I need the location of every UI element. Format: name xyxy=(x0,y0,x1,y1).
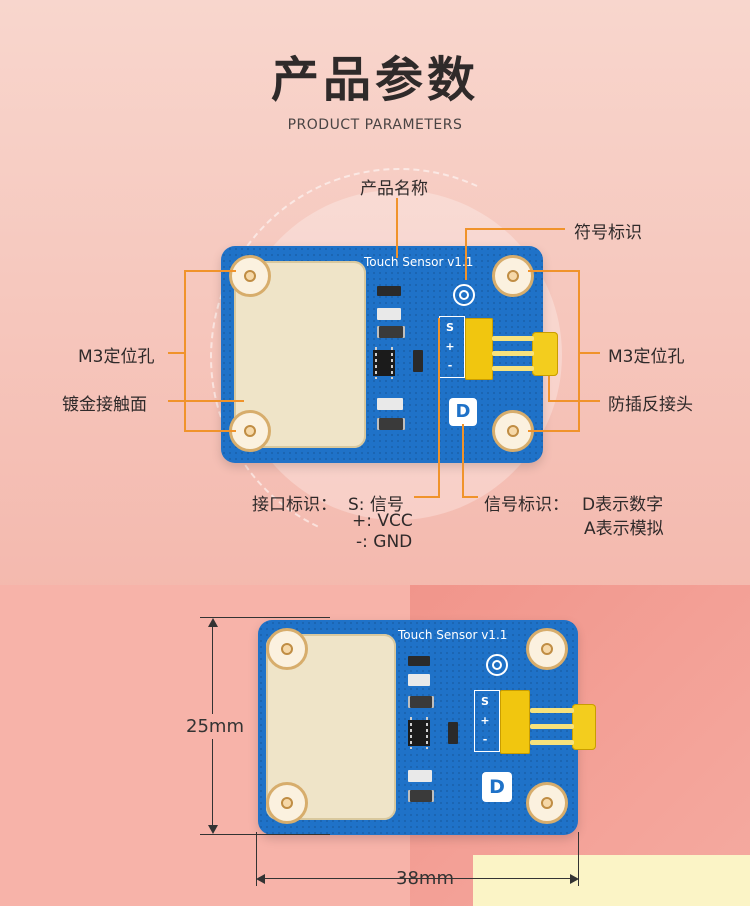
callout-product-name: 产品名称 xyxy=(360,179,428,199)
callout-line xyxy=(184,270,236,272)
signal-title: 信号标识： xyxy=(484,495,569,515)
dimension-line-horizontal xyxy=(262,878,574,879)
callout-line xyxy=(462,496,478,498)
anti-reverse-plug xyxy=(532,332,558,376)
connector-pin xyxy=(492,351,534,356)
dimension-extension-line xyxy=(200,834,330,835)
interface-vcc: +: VCC xyxy=(352,511,413,531)
callout-line xyxy=(414,496,440,498)
smd-component xyxy=(377,398,403,410)
connector-pin xyxy=(530,740,574,745)
smd-component xyxy=(408,674,430,686)
pin-vcc-label: + xyxy=(445,340,455,353)
callout-line xyxy=(184,430,236,432)
mount-hole-top-left xyxy=(266,628,308,670)
callout-line xyxy=(168,400,244,402)
signal-type-d-icon: D xyxy=(449,398,477,426)
callout-line xyxy=(548,376,550,400)
arrow-right-icon xyxy=(570,874,579,884)
callout-line xyxy=(528,430,580,432)
mount-hole-bottom-left xyxy=(229,410,271,452)
smd-capacitor xyxy=(408,790,434,802)
callout-symbol-mark: 符号标识 xyxy=(574,223,642,243)
pin-s-label: S xyxy=(446,321,454,334)
page-subtitle: PRODUCT PARAMETERS xyxy=(287,117,463,133)
callout-line xyxy=(465,228,467,280)
signal-digital: D表示数字 xyxy=(582,495,664,515)
callout-line xyxy=(438,318,440,498)
callout-m3-hole-right: M3定位孔 xyxy=(608,347,685,367)
ic-chip xyxy=(373,347,395,379)
callout-line xyxy=(184,270,186,432)
pcb-board-top: Touch Sensor v1.1 S + - D xyxy=(221,246,543,463)
pin-s-label: S xyxy=(481,695,489,708)
width-dimension-label: 38mm xyxy=(396,868,454,889)
pin-gnd-label: - xyxy=(447,359,453,372)
interface-gnd: -: GND xyxy=(356,532,413,552)
callout-gold-pad: 镀金接触面 xyxy=(62,395,147,415)
mount-hole-bottom-right xyxy=(526,782,568,824)
mount-hole-bottom-left xyxy=(266,782,308,824)
arrow-up-icon xyxy=(208,618,218,627)
smd-led xyxy=(413,350,423,372)
dimension-extension-line xyxy=(200,617,330,618)
arrow-down-icon xyxy=(208,825,218,834)
connector-pin xyxy=(530,708,574,713)
interface-s: S: 信号 xyxy=(348,495,404,515)
smd-component xyxy=(408,656,430,666)
pin-label-box xyxy=(474,690,500,752)
smd-component xyxy=(377,286,401,296)
callout-line xyxy=(396,198,398,258)
yellow-connector xyxy=(465,318,493,380)
smd-capacitor xyxy=(408,696,434,708)
page-title: 产品参数 xyxy=(270,52,479,108)
touch-symbol-icon-inner xyxy=(459,290,469,300)
mount-hole-top-right xyxy=(492,255,534,297)
connector-pin xyxy=(492,336,534,341)
callout-m3-hole-left: M3定位孔 xyxy=(78,347,155,367)
mount-hole-top-left xyxy=(229,255,271,297)
ic-chip xyxy=(408,717,430,749)
smd-component xyxy=(377,308,401,320)
dimension-extension-line xyxy=(578,832,579,886)
touch-symbol-icon-inner xyxy=(492,660,502,670)
anti-reverse-plug xyxy=(572,704,596,750)
smd-capacitor xyxy=(377,418,405,430)
callout-line xyxy=(548,400,600,402)
pin-vcc-label: + xyxy=(480,714,490,727)
callout-line xyxy=(580,352,600,354)
touch-symbol-icon xyxy=(486,654,508,676)
callout-line xyxy=(168,352,184,354)
board-name-label: Touch Sensor v1.1 xyxy=(398,628,508,642)
smd-capacitor xyxy=(377,326,405,338)
callout-line xyxy=(462,424,464,498)
mount-hole-top-right xyxy=(526,628,568,670)
smd-component xyxy=(408,770,432,782)
signal-type-d-icon: D xyxy=(482,772,512,802)
smd-led xyxy=(448,722,458,744)
yellow-connector xyxy=(500,690,530,754)
callout-line xyxy=(465,228,565,230)
height-dimension-label: 25mm xyxy=(186,714,244,739)
dimension-extension-line xyxy=(256,832,257,886)
connector-pin xyxy=(530,724,574,729)
interface-title: 接口标识： xyxy=(252,495,337,515)
callout-line xyxy=(578,270,580,432)
connector-pin xyxy=(492,366,534,371)
board-name-label: Touch Sensor v1.1 xyxy=(364,255,474,269)
callout-line xyxy=(528,270,580,272)
bottom-yellow-strip xyxy=(473,855,750,906)
callout-anti-plug: 防插反接头 xyxy=(608,395,693,415)
arrow-left-icon xyxy=(256,874,265,884)
pcb-board-bottom: Touch Sensor v1.1 S + - D xyxy=(258,620,578,835)
touch-symbol-icon xyxy=(453,284,475,306)
signal-analog: A表示模拟 xyxy=(584,519,664,539)
pin-gnd-label: - xyxy=(482,733,488,746)
